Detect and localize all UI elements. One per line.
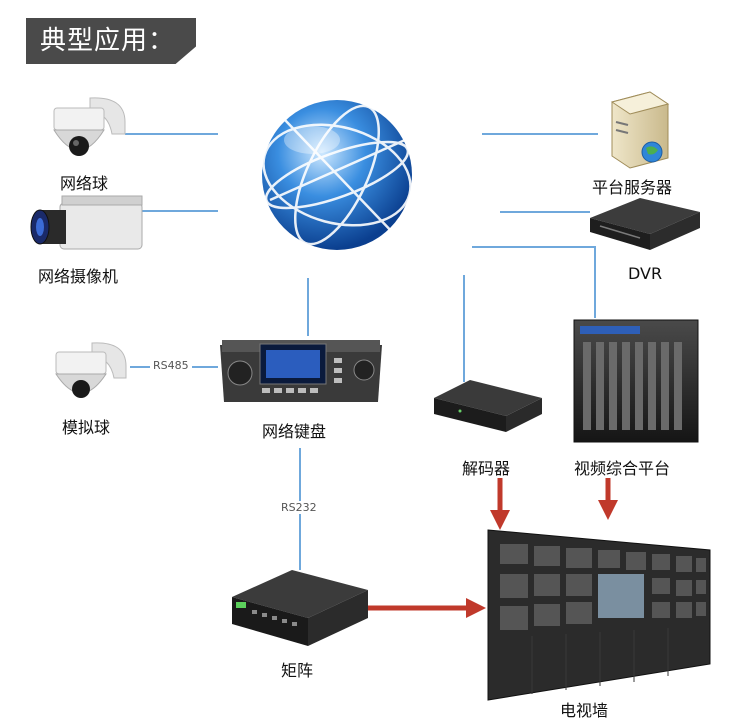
page-title: 典型应用： bbox=[26, 18, 196, 64]
label-platform-server: 平台服务器 bbox=[592, 178, 673, 197]
label-rs232: RS232 bbox=[278, 501, 320, 514]
label-dvr: DVR bbox=[628, 264, 663, 283]
label-matrix: 矩阵 bbox=[281, 661, 314, 680]
label-rs485: RS485 bbox=[150, 359, 192, 372]
label-network-dome: 网络球 bbox=[60, 174, 109, 193]
dome-camera-icon bbox=[53, 97, 126, 156]
globe-icon bbox=[262, 100, 412, 250]
video-wall-icon bbox=[487, 529, 711, 701]
bullet-camera-icon bbox=[30, 195, 143, 250]
label-network-keyboard: 网络键盘 bbox=[262, 422, 327, 441]
label-decoder: 解码器 bbox=[462, 459, 511, 478]
line-platform bbox=[472, 246, 596, 318]
analog-dome-icon bbox=[55, 342, 127, 398]
matrix-icon bbox=[232, 570, 368, 646]
label-network-camera: 网络摄像机 bbox=[38, 267, 119, 286]
label-video-platform: 视频综合平台 bbox=[574, 459, 671, 478]
decoder-icon bbox=[434, 380, 542, 432]
label-video-wall: 电视墙 bbox=[560, 701, 609, 720]
keyboard-icon bbox=[220, 340, 382, 402]
platform-chassis-icon bbox=[573, 319, 699, 443]
dvr-icon bbox=[590, 198, 700, 250]
server-icon bbox=[610, 91, 670, 169]
label-analog-dome: 模拟球 bbox=[62, 418, 111, 437]
video-output-arrows bbox=[368, 478, 618, 618]
